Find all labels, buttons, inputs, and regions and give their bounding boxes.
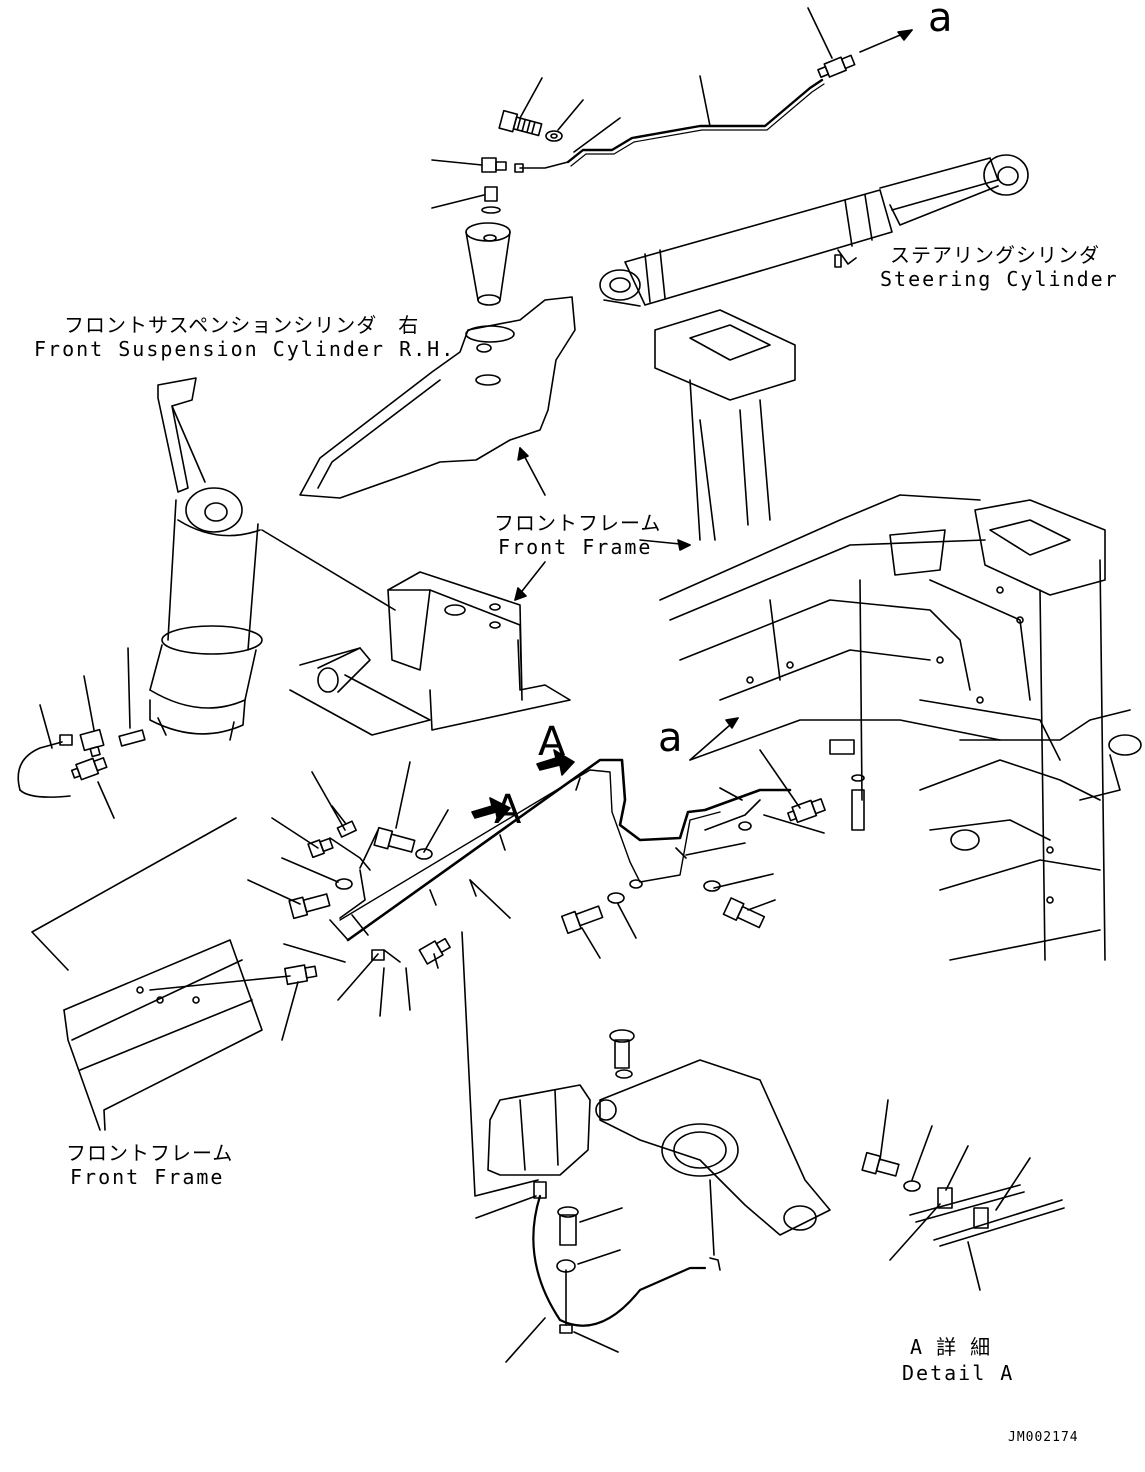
detail-a-drawing <box>861 1099 1065 1291</box>
drawing-code: JM002174 <box>1008 1430 1079 1445</box>
front-frame-bottom-label-en: Front Frame <box>70 1165 225 1189</box>
bracket-assembly <box>261 529 571 736</box>
top-hose-assembly <box>431 7 913 214</box>
suspension-cylinder-label-en: Front Suspension Cylinder R.H. <box>34 337 456 361</box>
central-hose-assembly <box>247 749 826 1041</box>
suspension-cylinder-label-jp: フロントサスペンションシリンダ 右 <box>64 313 420 337</box>
front-frame-lower-left <box>31 817 291 1131</box>
label-a-right: a <box>658 715 683 761</box>
steering-cylinder-label-en: Steering Cylinder <box>880 267 1119 291</box>
front-frame-top-label-en: Front Frame <box>498 535 653 559</box>
detail-a-label-en: Detail A <box>902 1361 1015 1385</box>
lower-arm-assembly <box>461 931 831 1363</box>
steering-cylinder-label-jp: ステアリングシリンダ <box>890 243 1100 267</box>
label-a-top: a <box>928 0 953 41</box>
front-frame-main <box>639 309 1142 961</box>
front-suspension-cylinder <box>149 377 263 741</box>
detail-a-label-jp: A 詳 細 <box>910 1335 992 1359</box>
front-frame-top-label-jp: フロントフレーム <box>494 511 662 535</box>
left-fittings <box>17 647 146 819</box>
arrow-a-label-1: A <box>494 787 522 833</box>
arrow-a-label-2: A <box>538 719 566 765</box>
front-frame-bottom-label-jp: フロントフレーム <box>66 1141 234 1165</box>
steering-cylinder <box>599 154 1029 307</box>
suspension-mount-bracket <box>299 222 576 499</box>
